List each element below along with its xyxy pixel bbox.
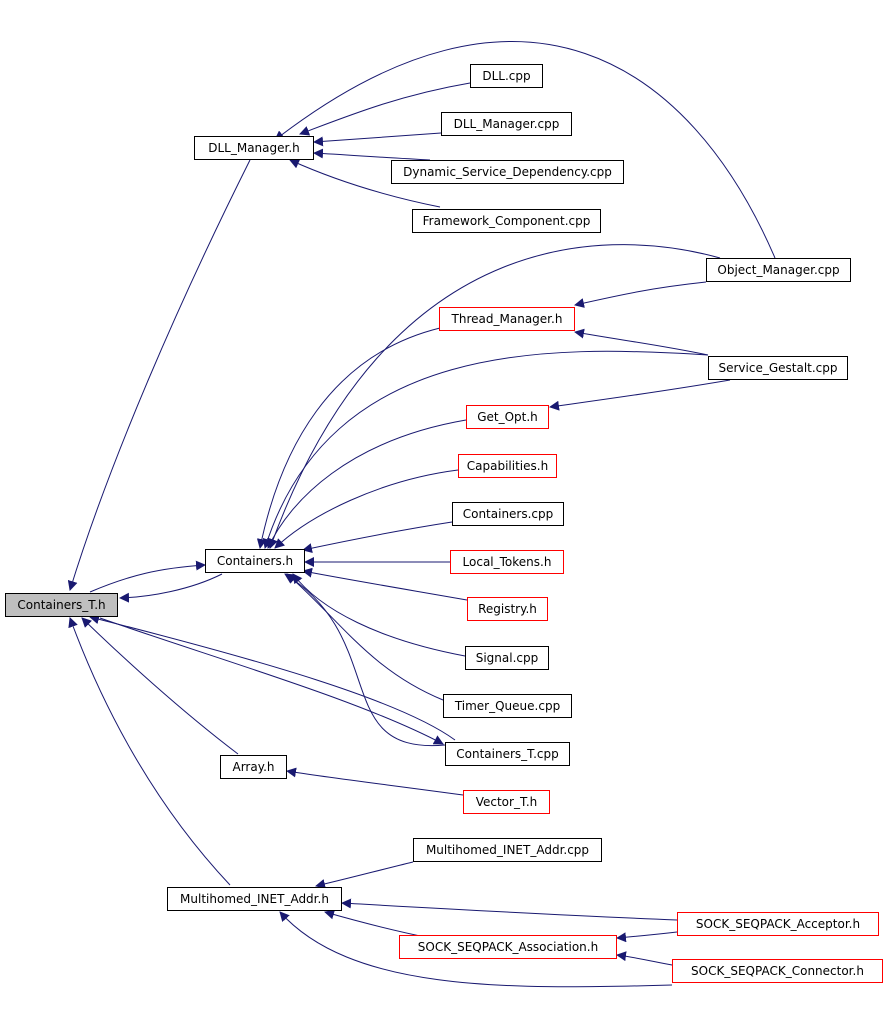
edge-dll-manager-cpp-to-dll-manager-h: [313, 132, 442, 147]
node-containers-h[interactable]: Containers.h: [205, 549, 305, 573]
edge-connector-h-to-association-h: [616, 951, 673, 966]
node-dynamic-service-dependency-cpp[interactable]: Dynamic_Service_Dependency.cpp: [391, 160, 624, 184]
node-timer-queue-cpp[interactable]: Timer_Queue.cpp: [443, 694, 572, 718]
edge-containers-t-cpp-to-containers-h: [284, 573, 446, 747]
edge-vector-t-h-to-array-h: [286, 767, 464, 796]
edge-registry-h-to-containers-h: [302, 567, 468, 601]
edge-thread-manager-h-to-containers-h: [256, 327, 441, 549]
node-containers-t-h[interactable]: Containers_T.h: [5, 593, 118, 617]
node-dll-cpp[interactable]: DLL.cpp: [470, 64, 543, 88]
node-get-opt-h[interactable]: Get_Opt.h: [466, 405, 549, 429]
edge-connector-h-to-multihomed-h: [279, 911, 673, 988]
edge-multihomed-cpp-to-multihomed-h: [315, 861, 414, 889]
node-containers-t-cpp[interactable]: Containers_T.cpp: [445, 742, 570, 766]
edge-multihomed-h-to-containers-t-h: [68, 617, 231, 886]
edge-acceptor-h-to-multihomed-h: [341, 898, 678, 921]
node-multihomed-inet-addr-h[interactable]: Multihomed_INET_Addr.h: [167, 887, 342, 911]
edge-dynamic-service-dependency-to-dll-manager-h: [313, 148, 431, 161]
node-registry-h[interactable]: Registry.h: [467, 597, 548, 621]
node-multihomed-inet-addr-cpp[interactable]: Multihomed_INET_Addr.cpp: [413, 838, 602, 862]
edge-containers-t-h-to-containers-t-cpp: [99, 617, 444, 745]
node-vector-t-h[interactable]: Vector_T.h: [463, 790, 550, 814]
edge-object-manager-to-dll-manager-h: [274, 41, 776, 259]
edge-containers-h-to-containers-t-h: [119, 573, 223, 603]
node-signal-cpp[interactable]: Signal.cpp: [465, 646, 549, 670]
node-sock-seqpack-connector-h[interactable]: SOCK_SEQPACK_Connector.h: [672, 959, 883, 983]
edge-signal-cpp-to-containers-h: [292, 573, 466, 657]
node-local-tokens-h[interactable]: Local_Tokens.h: [450, 550, 564, 574]
edge-containers-cpp-to-containers-h: [302, 521, 453, 554]
node-object-manager-cpp[interactable]: Object_Manager.cpp: [706, 258, 851, 282]
node-framework-component-cpp[interactable]: Framework_Component.cpp: [412, 209, 601, 233]
edge-service-gestalt-to-get-opt-h: [549, 379, 731, 411]
edge-framework-component-to-dll-manager-h: [289, 159, 441, 208]
edge-get-opt-h-to-containers-h: [267, 419, 467, 549]
edge-containers-t-h-to-containers-h: [89, 560, 206, 593]
dependency-edges: [67, 41, 776, 988]
node-dll-manager-cpp[interactable]: DLL_Manager.cpp: [441, 112, 572, 136]
node-containers-cpp[interactable]: Containers.cpp: [452, 502, 564, 526]
node-array-h[interactable]: Array.h: [220, 755, 287, 779]
node-thread-manager-h[interactable]: Thread_Manager.h: [439, 307, 575, 331]
node-sock-seqpack-association-h[interactable]: SOCK_SEQPACK_Association.h: [399, 935, 617, 959]
edge-array-h-to-containers-t-h: [81, 617, 239, 755]
node-dll-manager-h[interactable]: DLL_Manager.h: [194, 136, 314, 160]
edge-containers-t-cpp-to-containers-t-h: [89, 614, 456, 741]
node-capabilities-h[interactable]: Capabilities.h: [458, 454, 557, 478]
edge-capabilities-h-to-containers-h: [274, 469, 459, 549]
edge-dll-cpp-to-dll-manager-h: [299, 82, 471, 136]
node-sock-seqpack-acceptor-h[interactable]: SOCK_SEQPACK_Acceptor.h: [677, 912, 879, 936]
edge-dll-manager-h-to-containers-t-h: [67, 159, 251, 591]
edge-object-manager-to-containers-h: [268, 244, 721, 549]
edge-service-gestalt-to-thread-manager-h: [574, 328, 709, 356]
edge-service-gestalt-to-containers-h: [262, 350, 709, 549]
edge-acceptor-h-to-association-h: [616, 931, 678, 943]
edge-timer-queue-cpp-to-containers-h: [286, 573, 444, 701]
node-service-gestalt-cpp[interactable]: Service_Gestalt.cpp: [708, 356, 848, 380]
edge-object-manager-to-thread-manager-h: [574, 281, 707, 308]
